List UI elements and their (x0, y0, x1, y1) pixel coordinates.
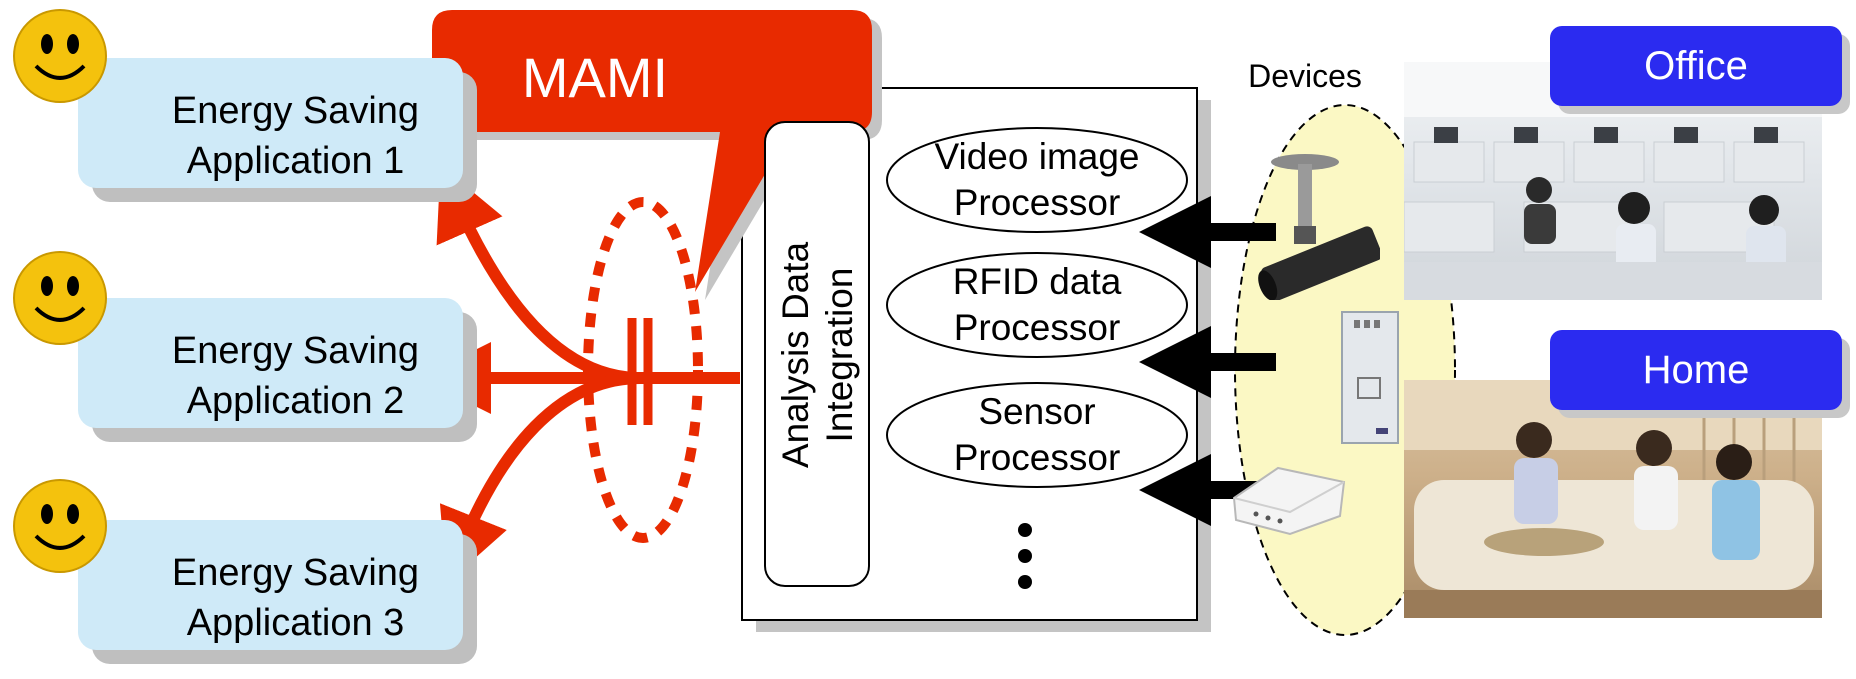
app1-line2: Application 1 (186, 140, 405, 182)
sensor-processor-label: Sensor Processor (907, 389, 1167, 481)
rfid-processor-line2: Processor (953, 307, 1121, 348)
app1-line1: Energy Saving (171, 90, 420, 132)
sensor-processor-line1: Sensor (978, 391, 1096, 432)
app3-line1: Energy Saving (171, 552, 420, 594)
integration-line2: Integration (819, 267, 860, 443)
integration-label: Analysis Data Integration (774, 120, 862, 590)
rfid-processor-label: RFID data Processor (907, 259, 1167, 351)
home-scene (1404, 380, 1822, 618)
office-tag: Office (1550, 26, 1842, 106)
home-tag: Home (1550, 330, 1842, 410)
integration-line1: Analysis Data (775, 241, 816, 469)
devices-label: Devices (1248, 58, 1362, 94)
integration-outline (764, 121, 870, 587)
smiley-icon (13, 479, 107, 573)
mami-callout (432, 10, 872, 292)
rfid-processor-line1: RFID data (952, 261, 1122, 302)
video-processor-line1: Video image (934, 136, 1140, 177)
analysis-integration-box: Analysis Data Integration (763, 120, 873, 590)
more-dot (1018, 523, 1032, 537)
home-photo (1404, 380, 1822, 618)
interface-dotted-ellipse (583, 197, 703, 543)
video-processor-label: Video image Processor (907, 134, 1167, 226)
app-box-3: Energy Saving Application 3 (78, 520, 463, 650)
sensor-processor-line2: Processor (953, 437, 1121, 478)
rfid-reader-icon (1341, 311, 1399, 444)
app-label-2: Energy Saving Application 2 (138, 326, 453, 426)
sensor-processor-ellipse (886, 382, 1188, 488)
video-processor-ellipse (886, 127, 1188, 233)
app3-line2: Application 3 (186, 602, 405, 644)
output-arrow-app3 (439, 372, 740, 584)
rfid-processor-ellipse (886, 252, 1188, 358)
smiley-icon (13, 9, 107, 103)
mami-label: MAMI (521, 46, 669, 109)
app-label-3: Energy Saving Application 3 (138, 548, 453, 648)
smiley-icon (13, 251, 107, 345)
app2-line1: Energy Saving (171, 330, 420, 372)
more-dot (1018, 575, 1032, 589)
camera-icon (1258, 154, 1380, 300)
sensor-icon (1232, 466, 1346, 536)
app-box-2: Energy Saving Application 2 (78, 298, 463, 428)
app-label-1: Energy Saving Application 1 (138, 86, 453, 186)
more-dot (1018, 549, 1032, 563)
app-box-1: Energy Saving Application 1 (78, 58, 463, 188)
app2-line2: Application 2 (186, 380, 405, 422)
video-processor-line2: Processor (953, 182, 1121, 223)
